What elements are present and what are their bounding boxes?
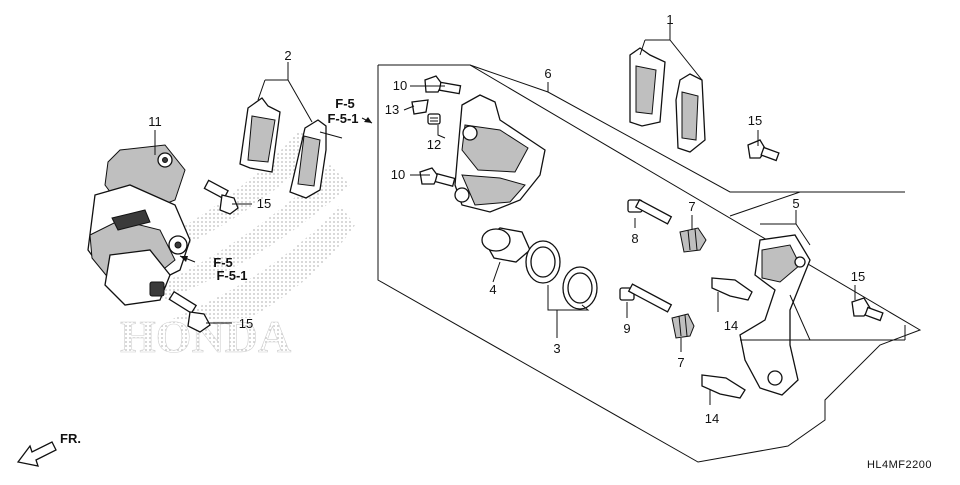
caliper-body-6 bbox=[454, 94, 546, 213]
callout-14-upper: 14 bbox=[724, 318, 738, 333]
pad-retainer-14-upper bbox=[711, 277, 753, 301]
caliper-bracket-5 bbox=[739, 234, 811, 396]
callout-11: 11 bbox=[148, 114, 162, 129]
callout-2: 2 bbox=[284, 48, 291, 63]
callout-4: 4 bbox=[489, 282, 496, 297]
callout-3: 3 bbox=[553, 341, 560, 356]
callout-15-lower-left: 15 bbox=[239, 316, 253, 331]
callout-15-lower-right: 15 bbox=[851, 269, 865, 284]
piston-seals-3 bbox=[525, 240, 598, 310]
exploded-view-frame bbox=[377, 64, 922, 463]
brake-pads-1 bbox=[629, 47, 706, 153]
slide-pin-9 bbox=[619, 283, 673, 313]
callout-8: 8 bbox=[631, 231, 638, 246]
callout-10-upper: 10 bbox=[393, 78, 407, 93]
bolt-10-upper bbox=[424, 75, 462, 95]
leader-lines bbox=[154, 24, 906, 405]
bolt-10-lower bbox=[419, 167, 456, 187]
callout-labels: 1 2 3 4 5 6 7 7 8 9 10 10 11 12 13 14 14… bbox=[148, 12, 865, 426]
reference-f5-1-mid[interactable]: F-5-1 bbox=[216, 268, 247, 283]
brake-pads-2 bbox=[239, 97, 343, 199]
callout-13: 13 bbox=[385, 102, 399, 117]
honda-wing-watermark: HONDA bbox=[120, 130, 355, 362]
slide-pin-8 bbox=[627, 199, 673, 225]
callout-6: 6 bbox=[544, 66, 551, 81]
callout-10-lower: 10 bbox=[391, 167, 405, 182]
callout-9: 9 bbox=[623, 321, 630, 336]
pin-boot-7-lower bbox=[671, 313, 695, 339]
bolt-15-upper-right bbox=[747, 139, 780, 162]
piston-4 bbox=[481, 227, 531, 263]
reference-labels[interactable]: F-5 F-5-1 F-5 F-5-1 bbox=[213, 96, 358, 283]
pad-retainer-14-lower bbox=[701, 374, 746, 399]
front-label: FR. bbox=[60, 431, 81, 446]
callout-15-upper-right: 15 bbox=[748, 113, 762, 128]
callout-14-lower: 14 bbox=[705, 411, 719, 426]
callout-7-lower: 7 bbox=[677, 355, 684, 370]
bolt-15-upper-left bbox=[203, 179, 239, 215]
callout-12: 12 bbox=[427, 137, 441, 152]
bolt-15-lower-right bbox=[851, 297, 884, 322]
caliper-assembly bbox=[87, 144, 191, 306]
front-arrow-icon bbox=[16, 441, 57, 467]
pin-boot-7-upper bbox=[679, 227, 707, 253]
bleeder-screw-12 bbox=[427, 113, 441, 125]
front-direction-indicator: FR. bbox=[16, 431, 81, 467]
reference-f5-mid[interactable]: F-5 bbox=[213, 255, 233, 270]
callout-15-upper-left: 15 bbox=[257, 196, 271, 211]
reference-f5-top[interactable]: F-5 bbox=[335, 96, 355, 111]
callout-1: 1 bbox=[666, 12, 673, 27]
bleeder-cap-13 bbox=[411, 99, 429, 115]
callout-7-upper: 7 bbox=[688, 199, 695, 214]
callout-5: 5 bbox=[792, 196, 799, 211]
bolt-15-lower-left bbox=[168, 290, 211, 333]
reference-f5-1-top[interactable]: F-5-1 bbox=[327, 111, 358, 126]
diagram-code: HL4MF2200 bbox=[867, 459, 932, 471]
